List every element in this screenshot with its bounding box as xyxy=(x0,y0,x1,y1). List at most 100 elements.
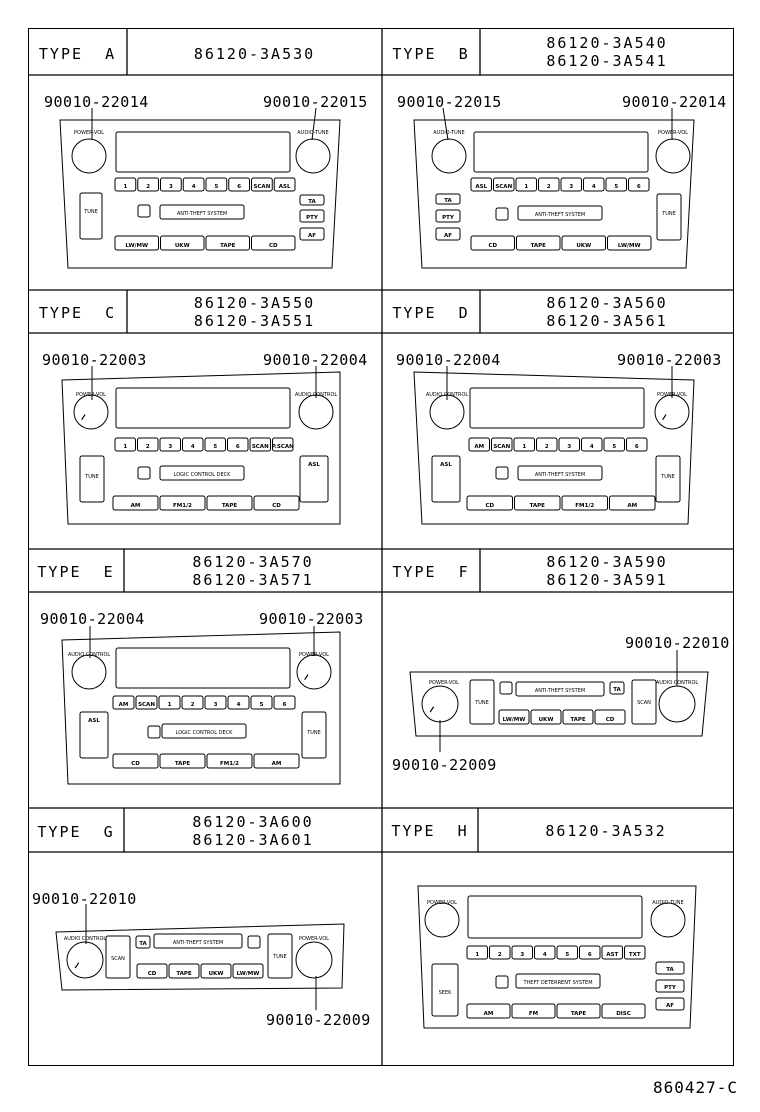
type-c-preset-label: SCAN xyxy=(252,444,269,450)
type-e-source-label: FM1/2 xyxy=(220,761,239,767)
type-b-label: TYPE B xyxy=(392,45,470,63)
type-h-preset-button xyxy=(624,945,646,960)
type-d-source-button xyxy=(561,495,608,511)
type-d-preset-label: 4 xyxy=(590,444,594,450)
type-d-preset-button xyxy=(626,437,648,452)
type-b-source-button xyxy=(470,235,515,251)
type-d-parts: 86120-3A560 86120-3A561 xyxy=(546,294,668,330)
type-h-source-button xyxy=(466,1003,511,1019)
type-a-preset-label: SCAN xyxy=(253,184,270,190)
type-c-source-label: TAPE xyxy=(222,503,238,509)
type-a-preset-label: 3 xyxy=(169,184,173,190)
type-b-left-knob-part: 90010-22015 xyxy=(397,93,502,111)
type-g-source-label: CD xyxy=(148,971,157,977)
type-e-logic-deck xyxy=(161,723,247,739)
type-c-tune-button xyxy=(79,455,105,503)
type-d-preset-label: 2 xyxy=(545,444,549,450)
type-b-antitheft-label: ANTI-THEFT SYSTEM xyxy=(535,212,585,218)
type-b-ta-label: TA xyxy=(444,198,452,204)
type-b-preset-button xyxy=(605,177,627,192)
type-a-preset-label: 2 xyxy=(146,184,150,190)
type-h-knob-label: POWER-VOL xyxy=(427,900,457,906)
type-h-source-button xyxy=(601,1003,646,1019)
type-f-antitheft-label: ANTI-THEFT SYSTEM xyxy=(535,688,585,694)
type-d-label: TYPE D xyxy=(392,304,470,322)
type-f-right-knob-part: 90010-22010 xyxy=(625,634,730,652)
type-c-preset-button xyxy=(204,437,226,452)
type-c-preset-label: 6 xyxy=(236,444,240,450)
type-b-knob-label: POWER-VOL xyxy=(658,130,688,136)
type-f-tune-button xyxy=(469,679,495,725)
type-f-knob-label: POWER-VOL xyxy=(429,680,459,686)
type-a-preset-button xyxy=(160,177,182,192)
type-f-antitheft xyxy=(515,681,605,697)
type-g-scan-button xyxy=(105,935,131,979)
type-e-logic-label: LOGIC CONTROL DECK xyxy=(176,730,233,736)
type-e-preset-label: 5 xyxy=(260,702,264,708)
type-h-af xyxy=(655,997,685,1011)
type-c-preset-label: 4 xyxy=(191,444,195,450)
type-e-source-label: CD xyxy=(131,761,140,767)
type-e-preset-label: 6 xyxy=(283,702,287,708)
type-a-preset-button xyxy=(273,177,296,192)
type-h-af-label: AF xyxy=(666,1003,674,1009)
type-c-preset-button xyxy=(249,437,271,452)
type-a-eject-button xyxy=(137,204,151,218)
type-b-preset-label: ASL xyxy=(475,184,487,190)
type-b-preset-button xyxy=(515,177,537,192)
type-b-eject-button xyxy=(495,207,509,221)
type-h-preset-label: 3 xyxy=(520,952,524,958)
type-h-seek-label: SEEK xyxy=(439,990,452,996)
type-e-left-knob xyxy=(71,654,107,690)
type-a-ta-label: TA xyxy=(308,199,316,205)
type-d-preset-label: 5 xyxy=(612,444,616,450)
type-d-right-knob-part: 90010-22003 xyxy=(617,351,722,369)
type-a-source-button xyxy=(251,235,296,251)
type-c-preset-button xyxy=(159,437,181,452)
type-f-left-knob xyxy=(421,685,459,723)
type-h-ta-label: TA xyxy=(666,967,674,973)
type-g-source-button xyxy=(200,963,232,979)
type-e-preset-label: SCAN xyxy=(138,702,155,708)
leader-line xyxy=(442,107,449,141)
type-a-source-button xyxy=(114,235,159,251)
type-d-tune-label: TUNE xyxy=(660,474,675,480)
drawing-code: 860427-C xyxy=(652,1078,738,1097)
type-a-preset-button xyxy=(251,177,273,192)
type-c-parts: 86120-3A550 86120-3A551 xyxy=(193,294,316,330)
type-g-tune-button xyxy=(267,933,293,979)
type-a-preset-button xyxy=(228,177,250,192)
type-d-source-label: TAPE xyxy=(530,503,546,509)
type-c-logic-deck xyxy=(159,465,245,481)
type-f-parts: 86120-3A590 86120-3A591 xyxy=(546,553,668,589)
diagram-frame xyxy=(28,28,734,1066)
type-a-source-label: UKW xyxy=(175,243,190,249)
type-e-source-label: AM xyxy=(272,761,282,767)
type-d-preset-button xyxy=(491,437,513,452)
type-e-preset-button xyxy=(135,695,158,710)
knob-marker xyxy=(429,706,435,713)
type-c-source-button xyxy=(159,495,206,511)
type-f-eject-button xyxy=(499,681,513,695)
type-c-source-button xyxy=(206,495,253,511)
type-c-preset-label: 3 xyxy=(168,444,172,450)
type-d-tune-button xyxy=(655,455,681,503)
type-h-pty-label: PTY xyxy=(664,985,677,991)
type-e-preset-button xyxy=(181,695,204,710)
type-b-display xyxy=(473,131,649,173)
type-g-tune-label: TUNE xyxy=(272,954,287,960)
type-b-preset-label: 4 xyxy=(592,184,596,190)
type-g-left-knob-part: 90010-22010 xyxy=(32,890,137,908)
type-g-antitheft xyxy=(153,933,243,949)
type-c-preset-button xyxy=(272,437,294,452)
type-f-source-label: CD xyxy=(606,717,615,723)
type-h-source-label: FM xyxy=(529,1011,538,1017)
type-a-display xyxy=(115,131,291,173)
type-h-preset-label: TXT xyxy=(629,952,641,958)
type-h-source-label: AM xyxy=(484,1011,494,1017)
type-h-preset-label: AST xyxy=(606,952,618,958)
type-e-source-button xyxy=(206,753,253,769)
type-a-preset-label: 5 xyxy=(214,184,218,190)
